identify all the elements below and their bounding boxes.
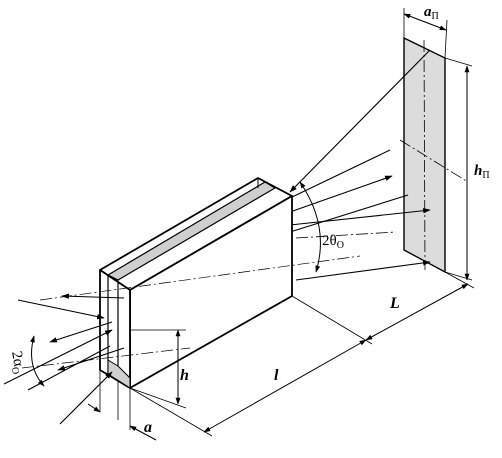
dimension-screen-height bbox=[444, 57, 473, 281]
angle-alpha-arc bbox=[30, 335, 45, 387]
ray-top bbox=[289, 49, 431, 193]
screen bbox=[399, 36, 469, 274]
dimension-distance bbox=[365, 271, 475, 341]
label-theta: 2θO bbox=[322, 233, 344, 251]
screen-axis-horizontal bbox=[399, 139, 469, 183]
dimension-height bbox=[129, 329, 187, 409]
ray-bottom bbox=[295, 260, 431, 281]
dimension-length bbox=[129, 295, 373, 437]
label-height: h bbox=[180, 367, 189, 384]
label-distance: L bbox=[389, 295, 400, 312]
label-length: l bbox=[274, 367, 279, 384]
dimension-width bbox=[87, 370, 157, 441]
label-screen-width: aП bbox=[424, 4, 439, 22]
optical-axis-lower bbox=[21, 347, 191, 369]
waveguide-slab-top bbox=[107, 181, 276, 281]
optical-axis bbox=[39, 255, 361, 301]
dimension-screen-width bbox=[403, 8, 448, 59]
input-rays bbox=[3, 293, 125, 425]
label-screen-height: hП bbox=[474, 163, 490, 181]
label-width: a bbox=[144, 419, 152, 436]
label-alpha: 2αO bbox=[6, 350, 28, 375]
angle-theta-arc bbox=[299, 181, 321, 273]
waveguide bbox=[99, 177, 293, 389]
